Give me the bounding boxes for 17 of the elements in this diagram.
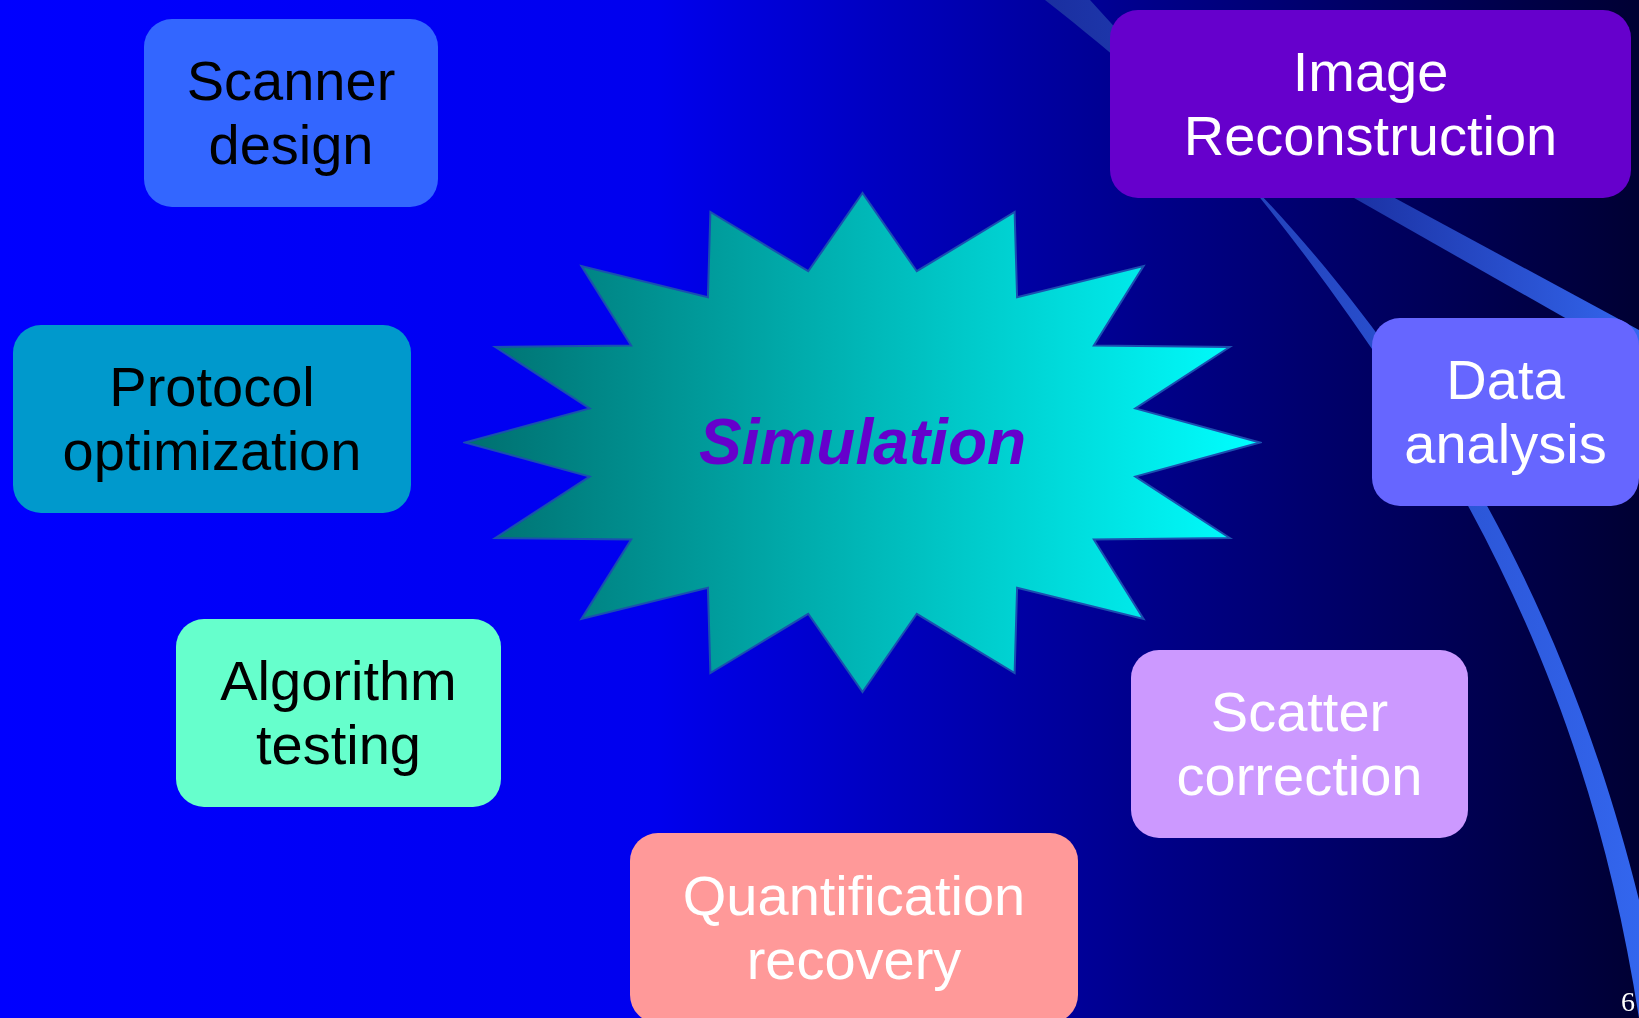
starburst-node (463, 191, 1262, 694)
box-label: Algorithm testing (219, 648, 458, 778)
rounded-box (176, 619, 501, 807)
rounded-box (630, 833, 1078, 1018)
box-label: Scanner design (185, 48, 397, 178)
rounded-box (13, 325, 411, 513)
page-number: 6 (1621, 986, 1635, 1018)
box-label: Quantification recovery (681, 863, 1027, 993)
rounded-box (144, 19, 438, 207)
box-label: Image Reconstruction (1182, 39, 1559, 169)
rounded-box (1110, 10, 1631, 198)
box-label: Scatter correction (1175, 679, 1424, 809)
center-title: Simulation (698, 405, 1027, 480)
rounded-box (1372, 318, 1639, 506)
box-label: Protocol optimization (61, 354, 363, 484)
box-label: Data analysis (1403, 347, 1608, 477)
rounded-box (1131, 650, 1468, 838)
